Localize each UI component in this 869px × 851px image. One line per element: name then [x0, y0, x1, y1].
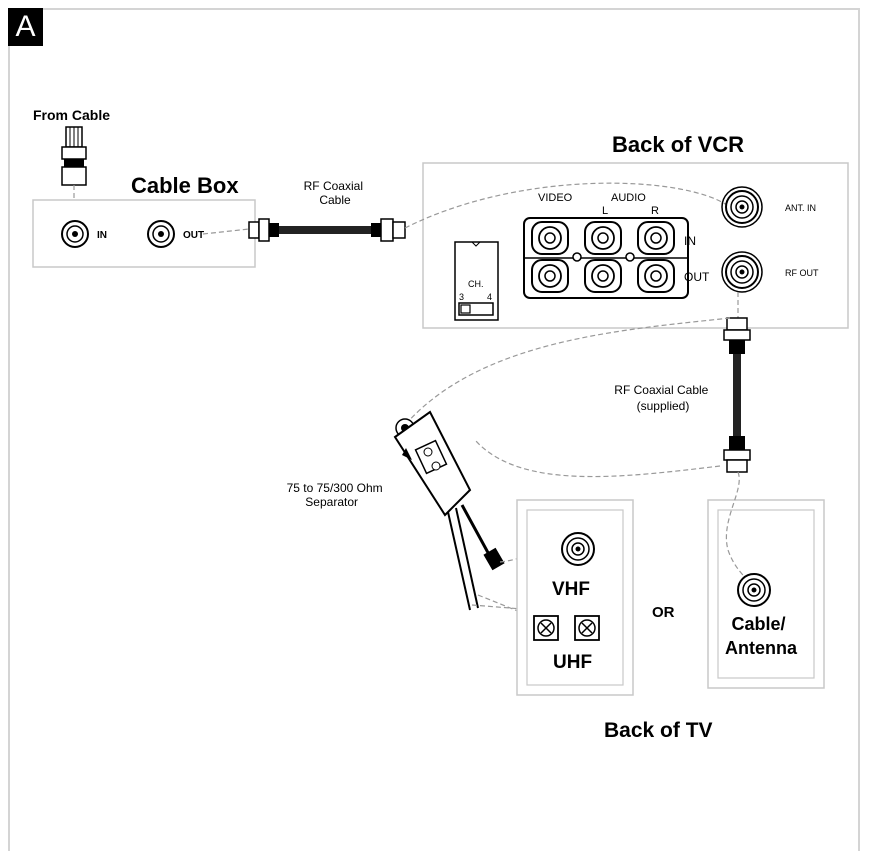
- channel-switch: [454, 241, 499, 321]
- channel-3-label: 3: [459, 292, 464, 302]
- rf-coaxial-cable-supplied-label: RF Coaxial Cable (supplied): [614, 383, 711, 413]
- vhf-connector: [561, 532, 595, 566]
- vcr-video-label: VIDEO: [538, 192, 573, 204]
- ohm-separator: [393, 410, 505, 611]
- vcr-title: Back of VCR: [612, 132, 744, 157]
- figure-frame: [8, 8, 860, 851]
- cable-box-out-label: OUT: [183, 230, 204, 241]
- figure-label: A: [8, 8, 43, 46]
- cable-antenna-connector: [737, 573, 771, 607]
- rf-coaxial-cable-2: [723, 317, 751, 473]
- vcr-in-label: IN: [684, 234, 696, 248]
- cable-box-out-jack: [147, 220, 175, 248]
- incoming-cable-connector: [61, 126, 87, 186]
- separator-label: 75 to 75/300 Ohm Separator: [287, 481, 386, 509]
- vcr-ant-in-jack: [721, 186, 763, 228]
- cable-box-title: Cable Box: [131, 173, 239, 198]
- channel-4-label: 4: [487, 292, 492, 302]
- av-output-jacks: [531, 259, 675, 293]
- rf-coaxial-cable-1: [248, 218, 406, 242]
- from-cable-label: From Cable: [33, 107, 110, 123]
- cable-box-in-label: IN: [97, 230, 107, 241]
- or-label: OR: [652, 604, 675, 621]
- rf-coaxial-cable-label: RF Coaxial Cable: [304, 179, 367, 207]
- uhf-label: UHF: [553, 652, 592, 673]
- vcr-audio-label: AUDIO: [611, 192, 646, 204]
- vcr-rf-out-label: RF OUT: [785, 268, 819, 278]
- cable-antenna-label: Cable/ Antenna: [725, 614, 798, 658]
- vcr-audio-r-label: R: [651, 205, 659, 217]
- cable-box-in-jack: [61, 220, 89, 248]
- vcr-rf-out-jack: [721, 251, 763, 293]
- channel-label: CH.: [468, 279, 484, 289]
- av-input-jacks: [531, 221, 675, 255]
- vcr-ant-in-label: ANT. IN: [785, 203, 816, 213]
- tv-title: Back of TV: [604, 719, 713, 742]
- vcr-out-label: OUT: [684, 270, 710, 284]
- vhf-label: VHF: [552, 579, 590, 600]
- vcr-audio-l-label: L: [602, 205, 608, 217]
